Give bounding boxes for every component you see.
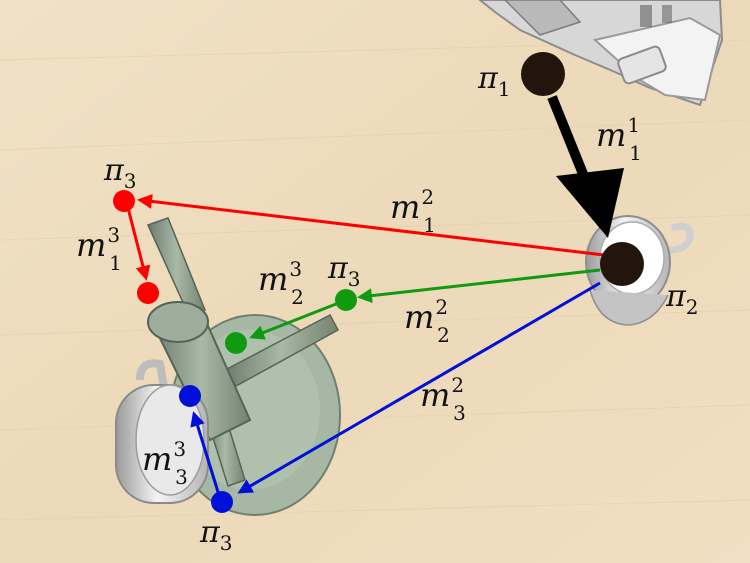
edge-m1-1-arrowhead [556, 168, 624, 238]
node-pi3-red [113, 190, 135, 212]
robot-gripper [478, 0, 724, 107]
node-pi3-green [335, 289, 357, 311]
node-blue-leaf [179, 385, 201, 407]
node-red-leaf [137, 282, 159, 304]
mug-lower-left [115, 359, 209, 504]
edge-m3-2 [237, 281, 601, 494]
label-pi3-green: π3 [327, 251, 360, 291]
node-green-leaf [225, 332, 247, 354]
edge-m1-3 [126, 207, 151, 281]
node-pi3-blue [211, 491, 233, 513]
edge-m2-2 [357, 268, 601, 304]
edge-m1-2 [137, 193, 605, 257]
node-pi2 [600, 242, 644, 286]
node-pi1 [521, 52, 565, 96]
label-pi2: π2 [665, 279, 698, 319]
edge-m2-3 [249, 302, 337, 340]
label-pi1: π1 [477, 61, 510, 101]
mug-tree [146, 217, 341, 516]
edge-m3-3 [190, 411, 220, 493]
label-pi3-blue: π3 [199, 515, 232, 555]
label-pi3-red: π3 [103, 153, 136, 193]
